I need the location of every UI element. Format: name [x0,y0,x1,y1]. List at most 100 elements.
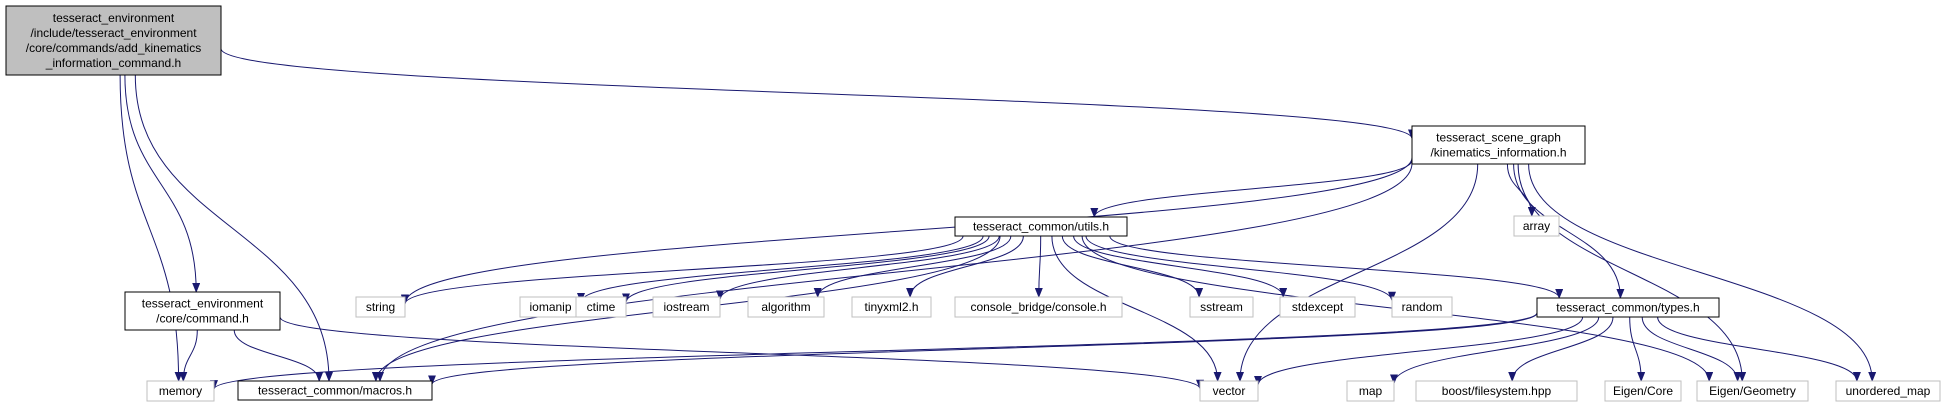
node-label: random [1402,300,1443,314]
node-box [1411,125,1586,165]
dependency-edge-kin_info-to-utils [1090,160,1413,218]
dependency-edge-types-to-unordered_map [1657,316,1861,382]
node-box [1513,215,1560,237]
graph-node-algorithm: algorithm [747,296,825,318]
node-label: /include/tesseract_environment [30,26,197,40]
node-label: unordered_map [1846,384,1931,398]
dependency-edge-kin_info-to-eigen_geom [1517,163,1747,382]
node-box [1415,380,1578,402]
edge-layer [119,48,1877,391]
dependency-edge-root-to-command [124,74,201,293]
node-label: memory [159,384,202,398]
dependency-edge-root-to-kin_info [220,48,1416,140]
dependency-edge-command-to-memory [179,329,198,382]
node-label: algorithm [761,300,810,314]
graph-node-iomanip: iomanip [519,296,582,318]
dependency-edge-utils-to-string [401,235,964,305]
dependency-edge-utils-to-iostream [716,235,1000,301]
node-label: _information_command.h [45,56,181,70]
graph-node-array: array [1513,215,1560,237]
graph-node-unordered_map: unordered_map [1835,380,1941,402]
graph-node-tinyxml2: tinyxml2.h [851,296,932,318]
dependency-edge-types-to-macros [428,312,1538,386]
node-box [652,296,721,318]
dependency-edge-utils-to-ctime [622,235,990,304]
node-box [1391,296,1453,318]
node-label: Eigen/Core [1613,384,1673,398]
node-box [954,216,1128,237]
node-label: ctime [587,300,616,314]
dependency-edge-root-to-memory [119,74,183,382]
node-box [851,296,932,318]
dependency-edge-types-to-eigen_core [1629,316,1646,382]
graph-node-boost_fs: boost/filesystem.hpp [1415,380,1578,402]
node-label: tesseract_common/macros.h [258,384,412,398]
node-box [1536,297,1720,318]
dependency-edge-kin_info-to-macros [376,163,1413,382]
graph-node-sstream: sstream [1189,296,1254,318]
dependency-edge-utils-to-vector [1051,235,1222,382]
node-label: iostream [663,300,709,314]
node-label: stdexcept [1292,300,1344,314]
node-label: string [366,300,395,314]
node-box [237,380,433,401]
node-label: sstream [1200,300,1243,314]
node-label: tesseract_common/utils.h [973,220,1109,234]
node-layer: tesseract_environment/include/tesseract_… [5,5,1941,402]
graph-node-memory: memory [146,380,215,402]
dependency-edge-utils-to-algorithm [813,235,1012,298]
node-label: vector [1213,384,1246,398]
graph-node-root[interactable]: tesseract_environment/include/tesseract_… [5,5,222,76]
dependency-edge-root-to-macros [134,74,333,382]
dependency-edge-kin_info-to-types [1513,163,1625,299]
graph-node-random: random [1391,296,1453,318]
graph-node-stdexcept: stdexcept [1279,296,1356,318]
dependency-edge-utils-to-sstream [1061,235,1204,298]
dependency-edge-types-to-eigen_geom [1641,316,1742,382]
graph-node-macros[interactable]: tesseract_common/macros.h [237,380,433,401]
dependency-edge-kin_info-to-string [401,157,1413,305]
node-box [124,291,281,331]
dependency-edge-command-to-macros [233,329,324,382]
graph-node-eigen_core: Eigen/Core [1604,380,1682,402]
node-label: /core/command.h [156,312,249,326]
node-label: array [1523,219,1550,233]
graph-node-console: console_bridge/console.h [954,296,1123,318]
graph-node-kin_info[interactable]: tesseract_scene_graph/kinematics_informa… [1411,125,1586,165]
dependency-edge-utils-to-random [1085,235,1396,302]
graph-node-types[interactable]: tesseract_common/types.h [1536,297,1720,318]
node-label: tesseract_environment [53,11,175,25]
node-label: /core/commands/add_kinematics [26,41,201,55]
dependency-edge-kin_info-to-vector [1236,163,1479,382]
node-box [954,296,1123,318]
dependency-edge-utils-to-iomanip [577,235,984,303]
graph-node-iostream: iostream [652,296,721,318]
node-label: tesseract_environment [142,297,264,311]
graph-node-command[interactable]: tesseract_environment/core/command.h [124,291,281,331]
graph-node-utils[interactable]: tesseract_common/utils.h [954,216,1128,237]
dependency-edge-types-to-vector [1254,316,1584,386]
graph-node-vector: vector [1199,380,1259,402]
node-label: map [1359,384,1383,398]
node-box [747,296,825,318]
dependency-edge-command-to-vector [279,316,1204,390]
node-box [5,5,222,76]
node-box [575,296,627,318]
dependency-edge-types-to-boost_fs [1508,316,1614,382]
dependency-edge-types-to-map [1390,316,1600,385]
node-label: tinyxml2.h [864,300,918,314]
node-label: /kinematics_information.h [1430,146,1566,160]
dependency-edge-utils-to-types [1109,235,1564,299]
node-box [1835,380,1941,402]
node-label: Eigen/Geometry [1709,384,1796,398]
node-label: iomanip [529,300,571,314]
node-box [146,380,215,402]
dependency-edge-kin_info-to-unordered_map [1528,163,1877,382]
dependency-edge-types-to-memory [210,312,1538,391]
node-label: console_bridge/console.h [970,300,1106,314]
dependency-edge-utils-to-console [1034,235,1043,298]
node-label: boost/filesystem.hpp [1442,384,1552,398]
node-label: tesseract_scene_graph [1436,131,1561,145]
node-box [1199,380,1259,402]
